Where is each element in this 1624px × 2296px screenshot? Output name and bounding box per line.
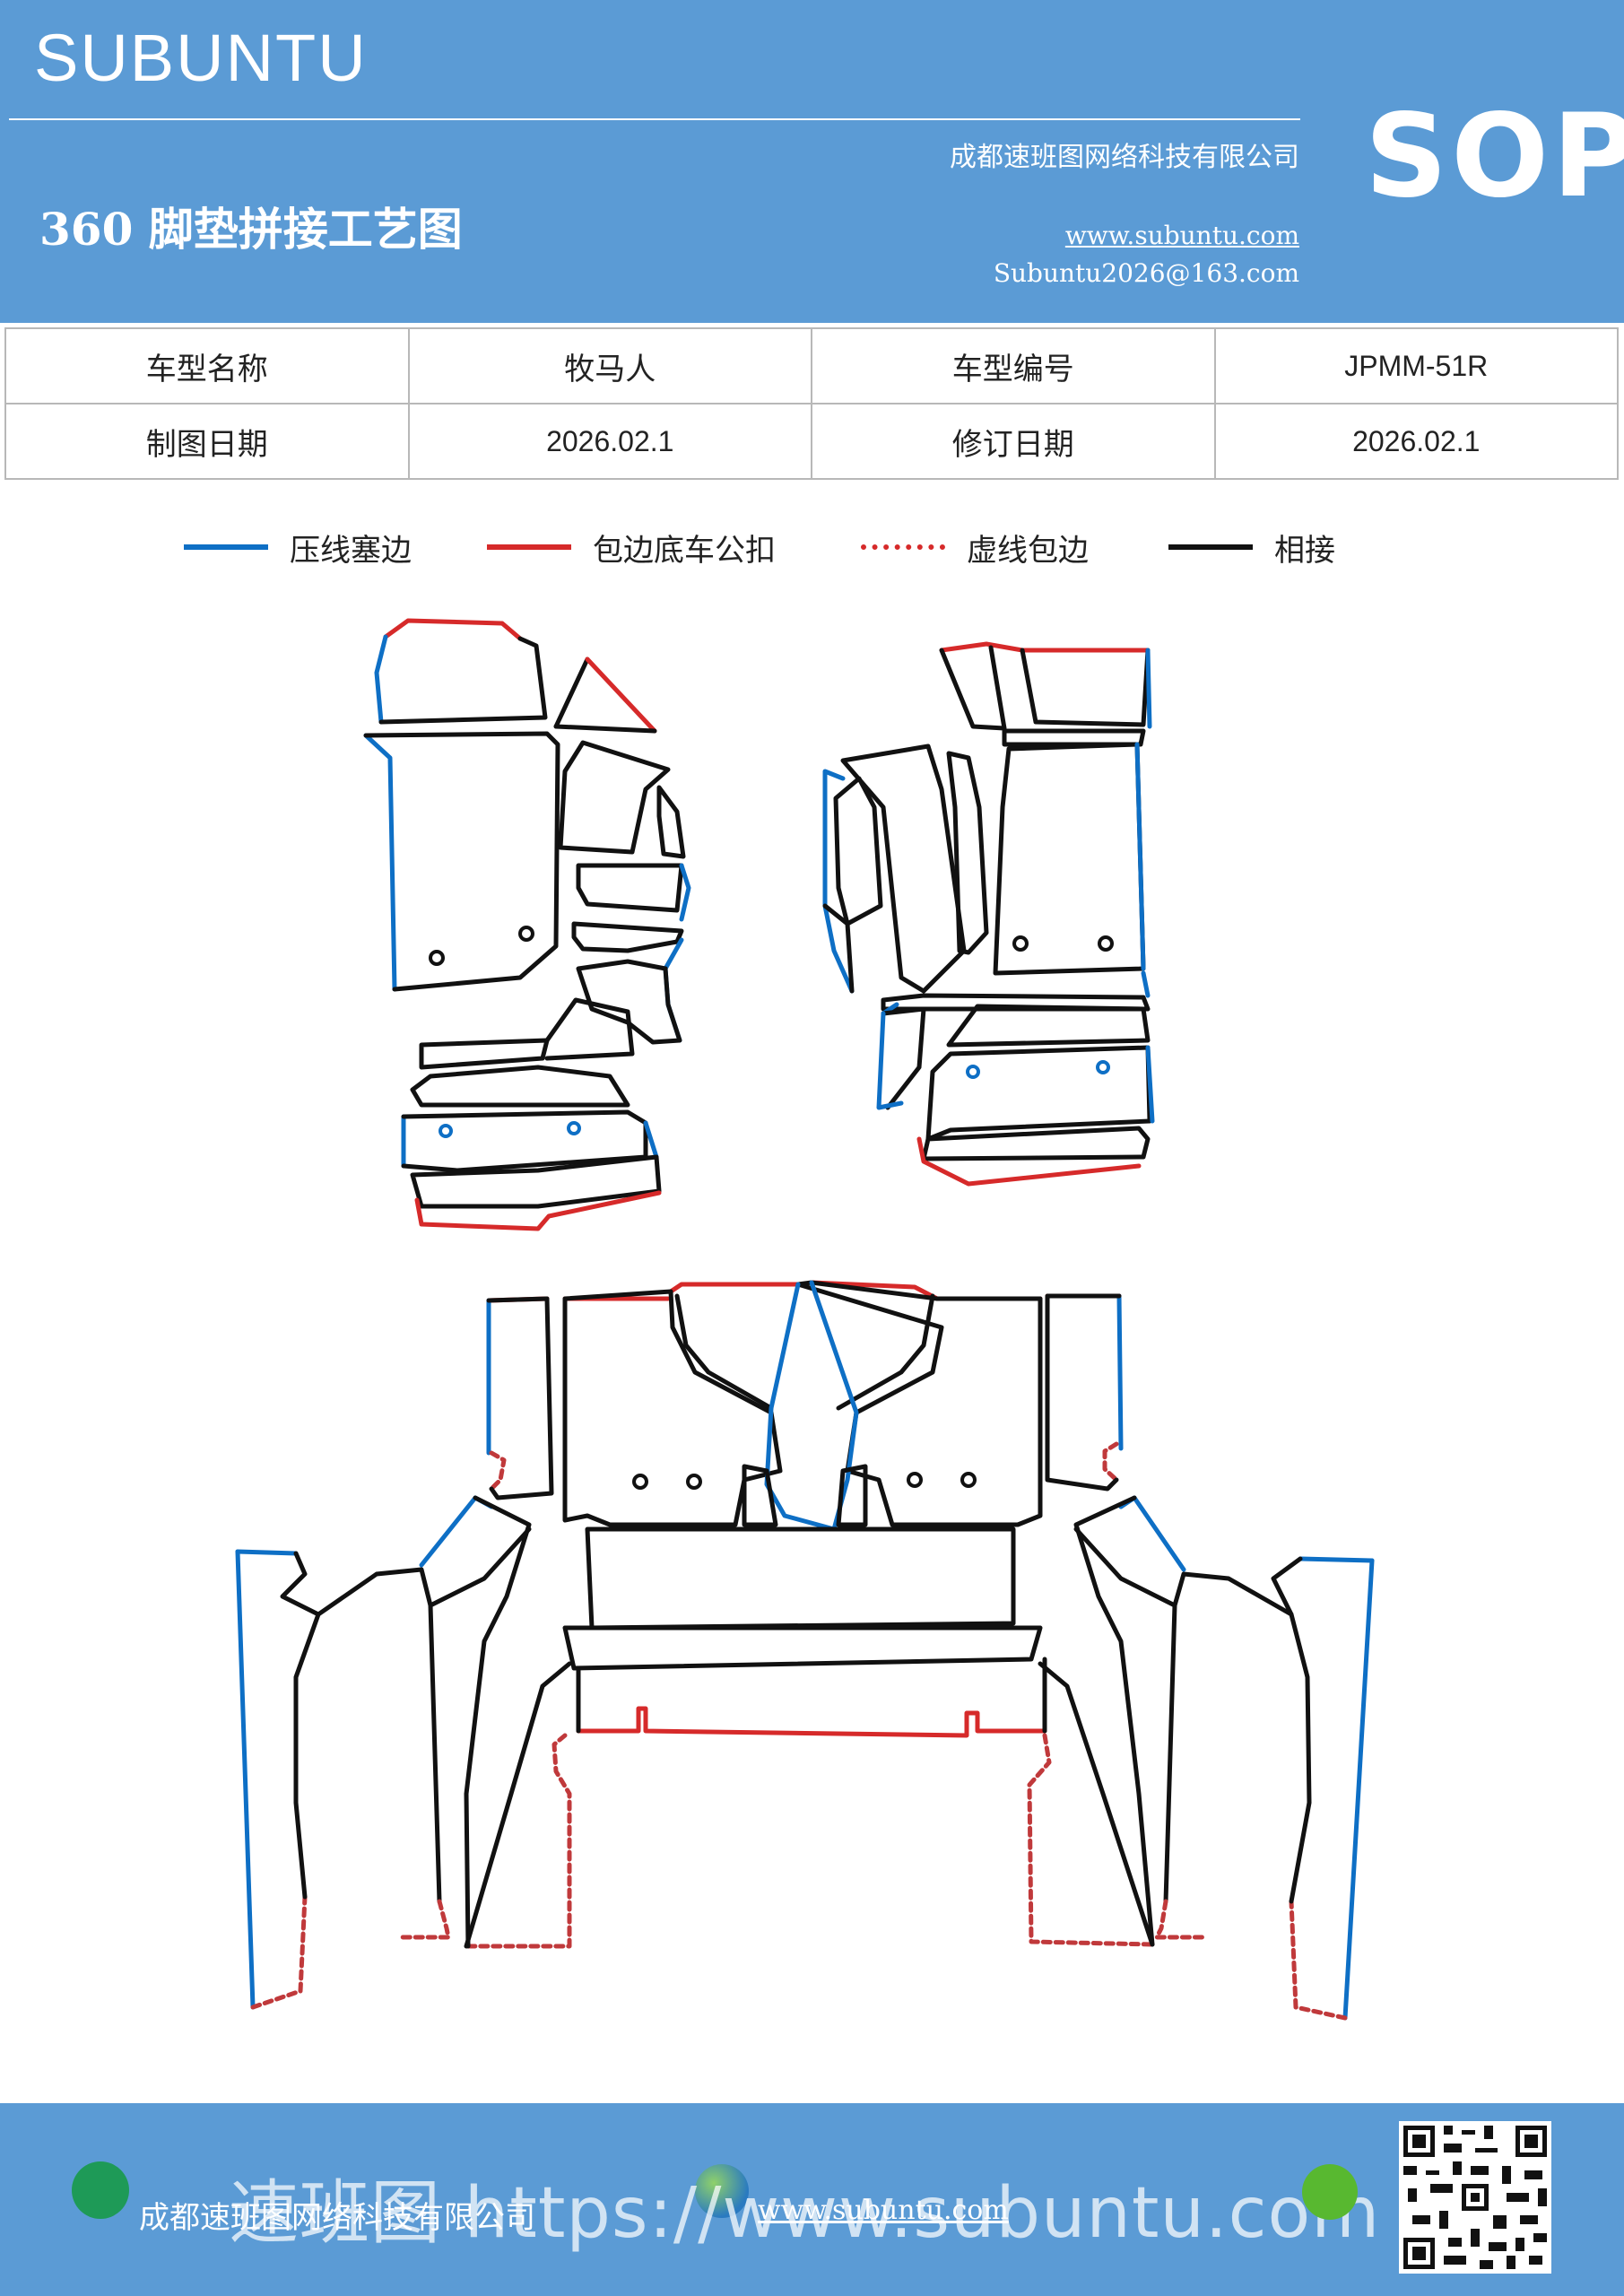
revision-date-label: 修订日期 [811,403,1216,480]
globe-icon[interactable] [695,2164,749,2218]
model-name-label: 车型名称 [4,327,410,404]
footer-watermark: 速班图 https://www.subuntu.com [229,2173,1381,2254]
table-row: 车型名称 牧马人 车型编号 JPMM-51R [4,327,1619,404]
revision-date-value: 2026.02.1 [1213,403,1619,480]
qr-code[interactable] [1399,2121,1551,2274]
front-left-mat-set [363,618,691,1231]
legend-item: 虚线包边 [861,520,1089,574]
sop-badge: SOP [1365,90,1624,223]
home-icon[interactable] [72,2161,129,2219]
legend-item: 包边底车公扣 [487,520,776,574]
model-code-value: JPMM-51R [1213,327,1619,404]
legend-swatch-red [487,544,571,550]
legend-label: 包边底车公扣 [593,532,776,569]
company-name: 成都速班图网络科技有限公司 [950,142,1299,173]
table-row: 制图日期 2026.02.1 修订日期 2026.02.1 [4,403,1619,480]
rear-mat-set [235,1280,1375,2021]
drawing-date-value: 2026.02.1 [407,403,812,480]
legend-swatch-blue [184,544,268,550]
front-right-mat-set [822,641,1155,1187]
document-title: 360 脚垫拼接工艺图 [39,203,463,256]
legend-label: 相接 [1274,532,1335,569]
vehicle-info-table: 车型名称 牧马人 车型编号 JPMM-51R 制图日期 2026.02.1 修订… [4,327,1619,480]
footer: 成都速班图网络科技有限公司 www.subuntu.com 速班图 https:… [0,2103,1624,2296]
line-legend: 压线塞边 包边底车公扣 虚线包边 相接 [0,520,1624,574]
legend-label: 压线塞边 [290,532,412,569]
wechat-icon[interactable] [1302,2164,1358,2220]
header-divider [9,118,1300,120]
drawing-date-label: 制图日期 [4,403,410,480]
model-code-label: 车型编号 [811,327,1216,404]
legend-label: 虚线包边 [967,532,1089,569]
legend-item: 相接 [1168,520,1335,574]
footer-company-name: 成都速班图网络科技有限公司 [139,2200,535,2236]
header: SUBUNTU 成都速班图网络科技有限公司 360 脚垫拼接工艺图 www.su… [0,0,1624,323]
legend-item: 压线塞边 [184,520,412,574]
model-name-value: 牧马人 [407,327,812,404]
footer-website-link[interactable]: www.subuntu.com [758,2195,1009,2226]
website-link[interactable]: www.subuntu.com [1064,221,1299,250]
floor-mat-splicing-diagram [235,618,1375,2021]
brand-logo-text: SUBUNTU [34,21,368,95]
legend-swatch-red-dotted [861,544,945,550]
contact-email[interactable]: Subuntu2026@163.com [993,258,1299,288]
legend-swatch-black [1168,544,1253,550]
